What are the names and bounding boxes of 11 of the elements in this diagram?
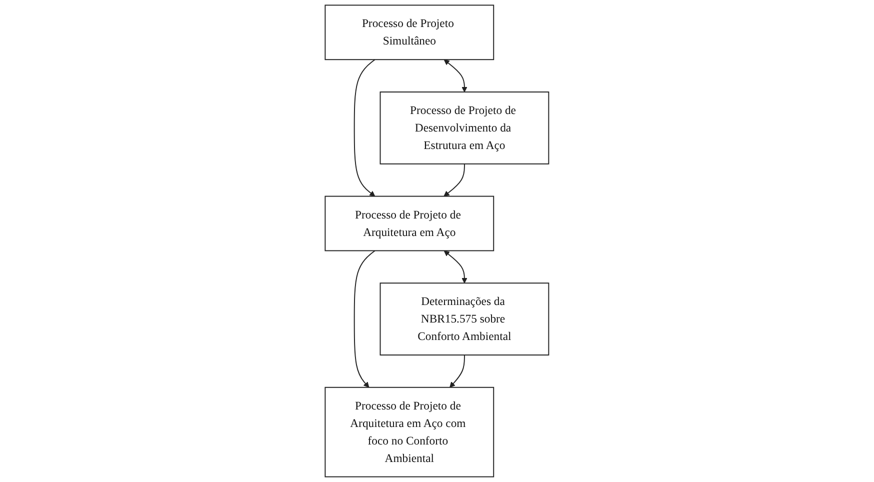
node-box: Processo de Projeto de Desenvolvimento da Estrutura em Aço <box>380 92 550 164</box>
node-box: Determinações da NBR15.575 sobre Conforto Ambiental <box>380 282 550 356</box>
arrow <box>354 250 376 388</box>
node-box: Processo de Projeto de Arquitetura em Aço com foco no Conforto Ambiental <box>324 386 494 478</box>
arrow <box>444 163 465 197</box>
arrow <box>444 60 468 92</box>
node-box: Processo de Projeto Simultâneo <box>324 4 494 60</box>
arrow <box>354 59 376 197</box>
arrow <box>450 354 465 388</box>
arrow <box>444 250 468 284</box>
node-box: Processo de Projeto de Arquitetura em Aço <box>324 196 494 252</box>
